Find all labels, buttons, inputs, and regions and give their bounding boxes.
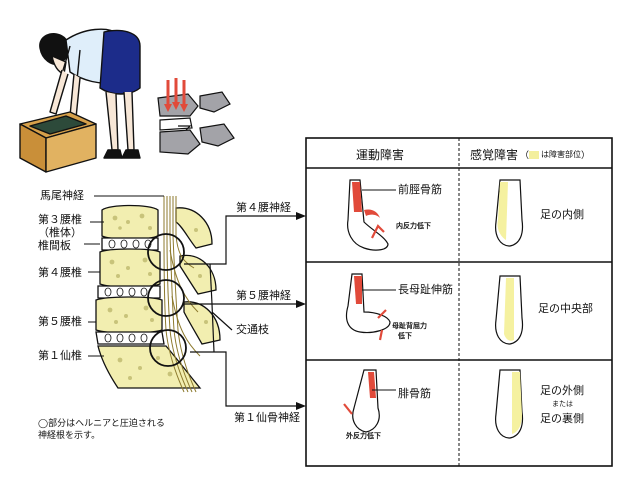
header-motor: 運動障害	[356, 148, 405, 162]
nerve-connector-lines	[184, 215, 296, 407]
footnote-line1: ◯部分はヘルニアと圧迫される	[38, 419, 165, 429]
row3-reflex: 外反力低下	[346, 432, 381, 440]
row3-sensory: 足の外側	[540, 384, 584, 397]
woman-lifting-box-illustration	[19, 28, 141, 173]
motor-illustration-row3	[343, 369, 396, 433]
row2-muscle: 長母趾伸筋	[398, 283, 453, 296]
motor-illustration-row1	[347, 179, 396, 251]
row3-sensory-or: または	[552, 400, 573, 408]
herniation-circle-s1	[149, 329, 187, 367]
label-cauda-equina: 馬尾神経	[40, 189, 84, 202]
symptom-table-frame	[305, 137, 613, 467]
arrow-l5-icon	[296, 300, 306, 308]
label-disc: 椎間板	[38, 239, 71, 252]
row1-muscle: 前脛骨筋	[398, 183, 442, 196]
label-communicating-branch: 交通枝	[236, 323, 269, 336]
legend-text: は障害部位	[541, 150, 582, 159]
row2-reflex2: 低下	[398, 332, 412, 340]
row3-muscle: 腓骨筋	[398, 387, 431, 400]
lumbar-spine-illustration	[95, 196, 221, 393]
row3-sensory2: 足の裏側	[540, 412, 584, 425]
label-l5-nerve: 第５腰神経	[236, 289, 291, 302]
header-sensory-group: 感覚障害 （ は障害部位 ）	[470, 146, 590, 163]
sensory-foot-row1	[495, 179, 524, 247]
herniation-circle-l4	[147, 233, 185, 271]
label-l4: 第４腰椎	[38, 266, 82, 279]
legend-open: （	[520, 151, 530, 161]
footnote-line2: 神経根を示す。	[38, 431, 101, 441]
label-s1: 第１仙椎	[38, 349, 82, 362]
arrow-l4-icon	[296, 212, 306, 220]
row2-reflex: 母趾背屈力	[392, 322, 427, 330]
label-l3: 第３腰椎	[38, 213, 82, 226]
label-l4-nerve: 第４腰神経	[236, 201, 291, 214]
herniation-circle-l5	[147, 279, 185, 317]
sensory-foot-row2	[495, 275, 524, 345]
row1-reflex: 内反力低下	[396, 222, 431, 230]
legend-swatch	[529, 150, 540, 159]
arrow-s1-icon	[296, 402, 306, 410]
label-leader-lines	[84, 195, 164, 357]
row2-sensory: 足の中央部	[538, 302, 593, 315]
vertebra-compression-illustration	[157, 78, 235, 155]
header-sensory: 感覚障害	[470, 148, 519, 162]
legend-close: ）	[581, 151, 591, 161]
arrow-heads	[296, 212, 306, 410]
motor-illustration-row2	[345, 273, 396, 341]
row1-sensory: 足の内側	[540, 208, 584, 221]
label-s1-nerve: 第１仙骨神経	[234, 411, 300, 424]
label-l3-sub: （椎体）	[38, 226, 82, 239]
label-l5: 第５腰椎	[38, 315, 82, 328]
sensory-foot-row3	[495, 369, 524, 439]
